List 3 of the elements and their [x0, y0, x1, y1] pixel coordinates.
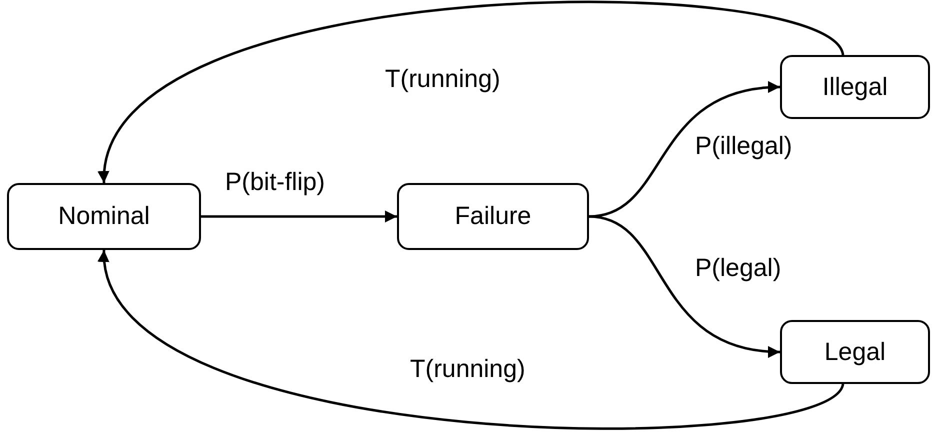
state-box: Failure — [397, 183, 589, 250]
state-box: Nominal — [7, 183, 201, 250]
arrow — [201, 210, 397, 222]
